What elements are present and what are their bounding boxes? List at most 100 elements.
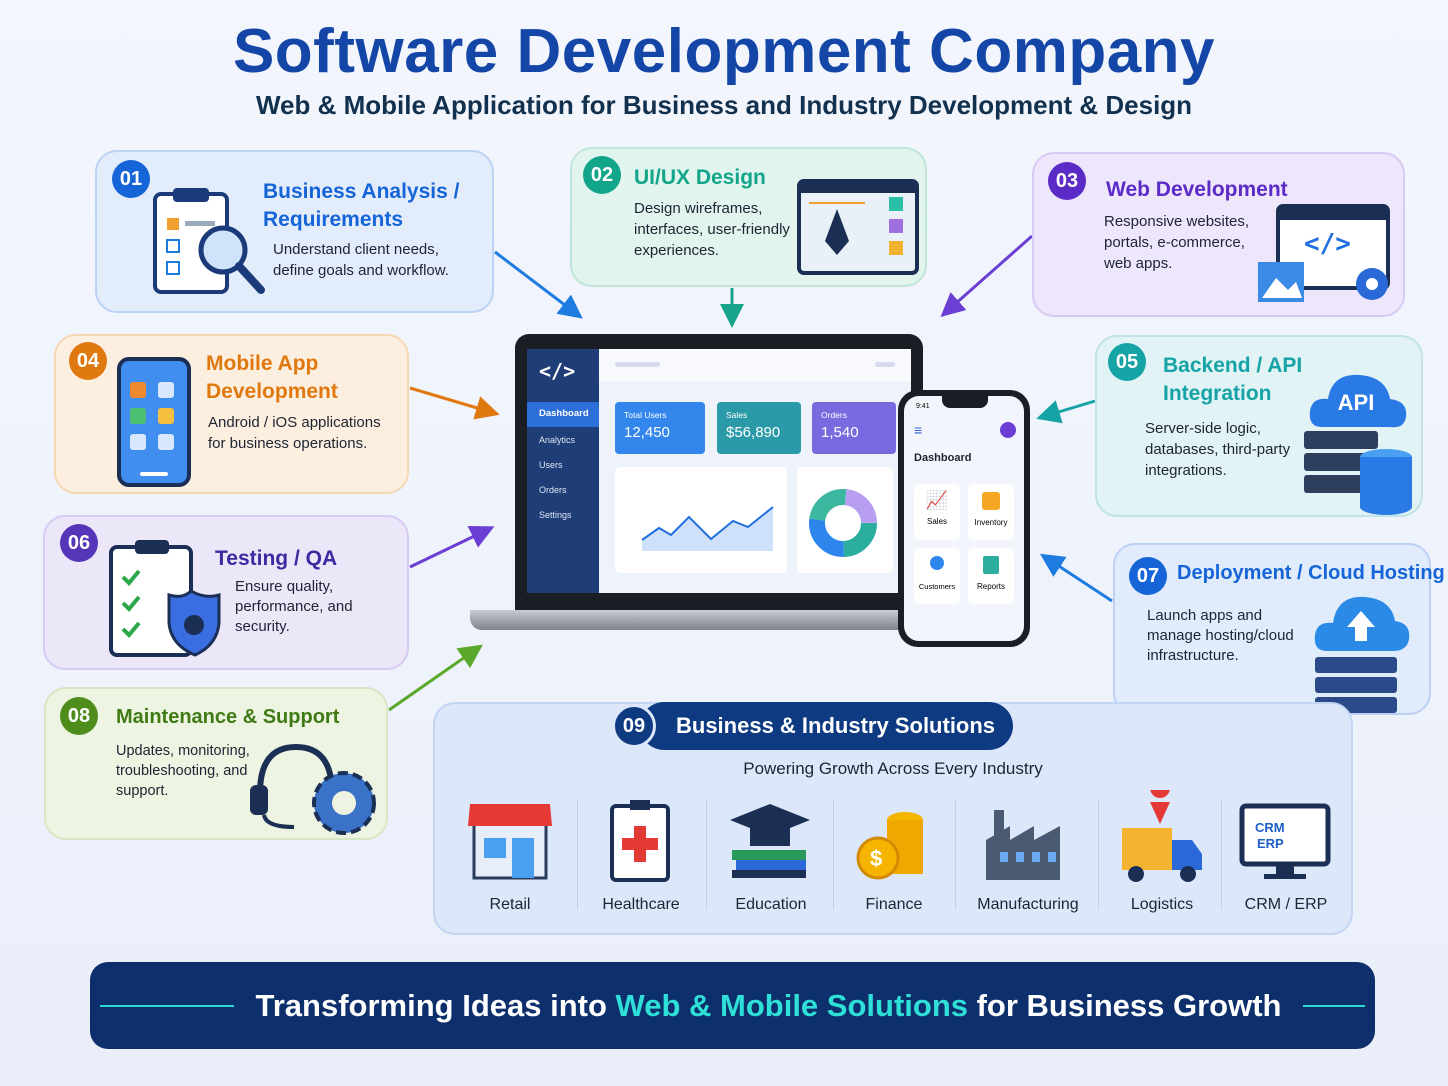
arrow-07 bbox=[1039, 553, 1113, 603]
api-badge: API bbox=[1337, 390, 1375, 415]
step-number: 08 bbox=[60, 697, 98, 735]
laptop-base bbox=[470, 610, 940, 630]
industry-manufacturing: Manufacturing bbox=[977, 896, 1079, 913]
tagline-banner: Transforming Ideas into Web & Mobile Sol… bbox=[90, 962, 1375, 1049]
step-number: 07 bbox=[1129, 557, 1167, 595]
industry-education: Education bbox=[735, 896, 807, 913]
medical-clipboard-icon bbox=[610, 800, 670, 882]
step-number: 06 bbox=[60, 524, 98, 562]
sidebar-item-analytics[interactable]: Analytics bbox=[539, 435, 576, 445]
card-business-analysis: 01 Business Analysis / Requirements Unde… bbox=[95, 150, 494, 313]
card-backend-api: 05 Backend / API Integration Server-side… bbox=[1095, 335, 1423, 517]
crm-label: CRM bbox=[1255, 820, 1285, 835]
page-subtitle: Web & Mobile Application for Business an… bbox=[255, 90, 1193, 120]
card-ui-ux-design: 02 UI/UX Design Design wireframes, inter… bbox=[570, 147, 927, 287]
step-number: 01 bbox=[112, 160, 150, 198]
step-number: 02 bbox=[583, 156, 621, 194]
industry-retail: Retail bbox=[489, 896, 531, 913]
design-tool-icon bbox=[797, 179, 919, 275]
tile-customers[interactable]: Customers bbox=[914, 548, 960, 604]
store-icon bbox=[468, 804, 552, 880]
clipboard-magnifier-icon bbox=[153, 188, 265, 294]
coins-icon: $ bbox=[856, 812, 923, 880]
solutions-subtitle: Powering Growth Across Every Industry bbox=[743, 759, 1043, 778]
divider bbox=[955, 800, 956, 910]
stat-value: 1,540 bbox=[821, 424, 859, 441]
step-number: 09 bbox=[612, 704, 656, 748]
card-title: Business Analysis / Requirements bbox=[263, 180, 460, 231]
tile-inventory[interactable]: Inventory bbox=[968, 484, 1014, 540]
card-testing-qa: 06 Testing / QA Ensure quality, performa… bbox=[43, 515, 409, 670]
delivery-truck-icon bbox=[1122, 790, 1202, 882]
stat-card-orders: Orders 1,540 bbox=[812, 402, 896, 454]
stat-label: Total Users bbox=[624, 410, 667, 420]
box-icon bbox=[982, 492, 1000, 510]
card-title: UI/UX Design bbox=[634, 166, 766, 189]
graduation-books-icon bbox=[730, 804, 810, 878]
arrow-05 bbox=[1036, 399, 1096, 424]
arrow-03 bbox=[940, 234, 1033, 317]
stat-label: Sales bbox=[726, 410, 748, 420]
erp-label: ERP bbox=[1257, 836, 1284, 851]
arrow-01 bbox=[494, 250, 583, 319]
card-title: Web Development bbox=[1106, 178, 1288, 201]
card-title: Deployment / Cloud Hosting bbox=[1177, 562, 1445, 584]
banner-line-right bbox=[1303, 1004, 1366, 1007]
industry-icons: $ bbox=[468, 790, 1331, 882]
phone-title: Dashboard bbox=[914, 452, 972, 464]
card-title: Backend / API Integration bbox=[1163, 354, 1303, 405]
report-icon bbox=[983, 556, 999, 574]
card-description: Server-side logic, databases, third-part… bbox=[1145, 420, 1291, 479]
step-number: 03 bbox=[1048, 162, 1086, 200]
chart-up-icon: 📈 bbox=[925, 490, 949, 510]
industry-logistics: Logistics bbox=[1130, 896, 1194, 913]
sidebar-item-users[interactable]: Users bbox=[539, 460, 563, 470]
stat-card-sales: Sales $56,890 bbox=[717, 402, 801, 454]
hamburger-menu-icon[interactable]: ≡ bbox=[914, 422, 923, 438]
arrow-06 bbox=[409, 525, 495, 569]
card-title: Mobile App Development bbox=[206, 352, 338, 403]
stat-card-total-users: Total Users 12,450 bbox=[615, 402, 705, 454]
tile-reports[interactable]: Reports bbox=[968, 548, 1014, 604]
solutions-title: Business & Industry Solutions bbox=[676, 713, 996, 738]
sidebar-item-settings[interactable]: Settings bbox=[539, 510, 572, 520]
stat-label: Orders bbox=[821, 410, 847, 420]
banner-text-pre: Transforming Ideas into bbox=[255, 987, 616, 1023]
step-number: 04 bbox=[69, 342, 107, 380]
banner-line-left bbox=[99, 1004, 234, 1007]
divider bbox=[833, 800, 834, 910]
stat-value: $56,890 bbox=[726, 424, 781, 441]
card-title: Maintenance & Support bbox=[116, 706, 340, 728]
card-web-development: 03 Web Development Responsive websites, … bbox=[1032, 152, 1405, 317]
card-mobile-app-development: 04 Mobile App Development Android / iOS … bbox=[54, 334, 409, 494]
crm-erp-monitor-icon bbox=[1239, 803, 1331, 879]
tile-sales[interactable]: 📈Sales bbox=[914, 484, 960, 540]
card-title: Testing / QA bbox=[215, 547, 338, 570]
card-description: Design wireframes, interfaces, user-frie… bbox=[634, 200, 790, 259]
user-icon bbox=[930, 556, 944, 570]
phone-mockup: 9:41 ≡ Dashboard 📈Sales Inventory Custom… bbox=[898, 390, 1030, 647]
stat-value: 12,450 bbox=[624, 424, 670, 441]
laptop-mockup: </> Dashboard Analytics Users Orders Set… bbox=[515, 334, 923, 612]
divider bbox=[1098, 800, 1099, 910]
card-description: Understand client needs, define goals an… bbox=[273, 241, 449, 279]
banner-text-highlight: Web & Mobile Solutions bbox=[615, 987, 968, 1023]
phone-time: 9:41 bbox=[916, 403, 930, 410]
code-logo-icon: </> bbox=[539, 359, 576, 383]
profile-avatar-icon[interactable] bbox=[1000, 422, 1016, 438]
banner-text-post: for Business Growth bbox=[968, 987, 1282, 1023]
card-deployment-cloud: 07 Deployment / Cloud Hosting Launch app… bbox=[1113, 543, 1445, 715]
line-chart-widget bbox=[615, 467, 787, 573]
solutions-header-pill bbox=[640, 702, 1013, 750]
sidebar-item-orders[interactable]: Orders bbox=[539, 485, 567, 495]
page-title: Software Development Company bbox=[232, 17, 1216, 86]
industry-crm-erp: CRM / ERP bbox=[1244, 896, 1328, 913]
headset-gear-icon bbox=[250, 743, 376, 835]
card-description: Responsive websites, portals, e-commerce… bbox=[1104, 213, 1250, 272]
svg-text:$: $ bbox=[870, 846, 882, 871]
cloud-upload-server-icon bbox=[1314, 596, 1410, 713]
industry-finance: Finance bbox=[865, 896, 923, 913]
divider bbox=[706, 800, 707, 910]
sidebar-item-dashboard[interactable]: Dashboard bbox=[527, 402, 599, 427]
